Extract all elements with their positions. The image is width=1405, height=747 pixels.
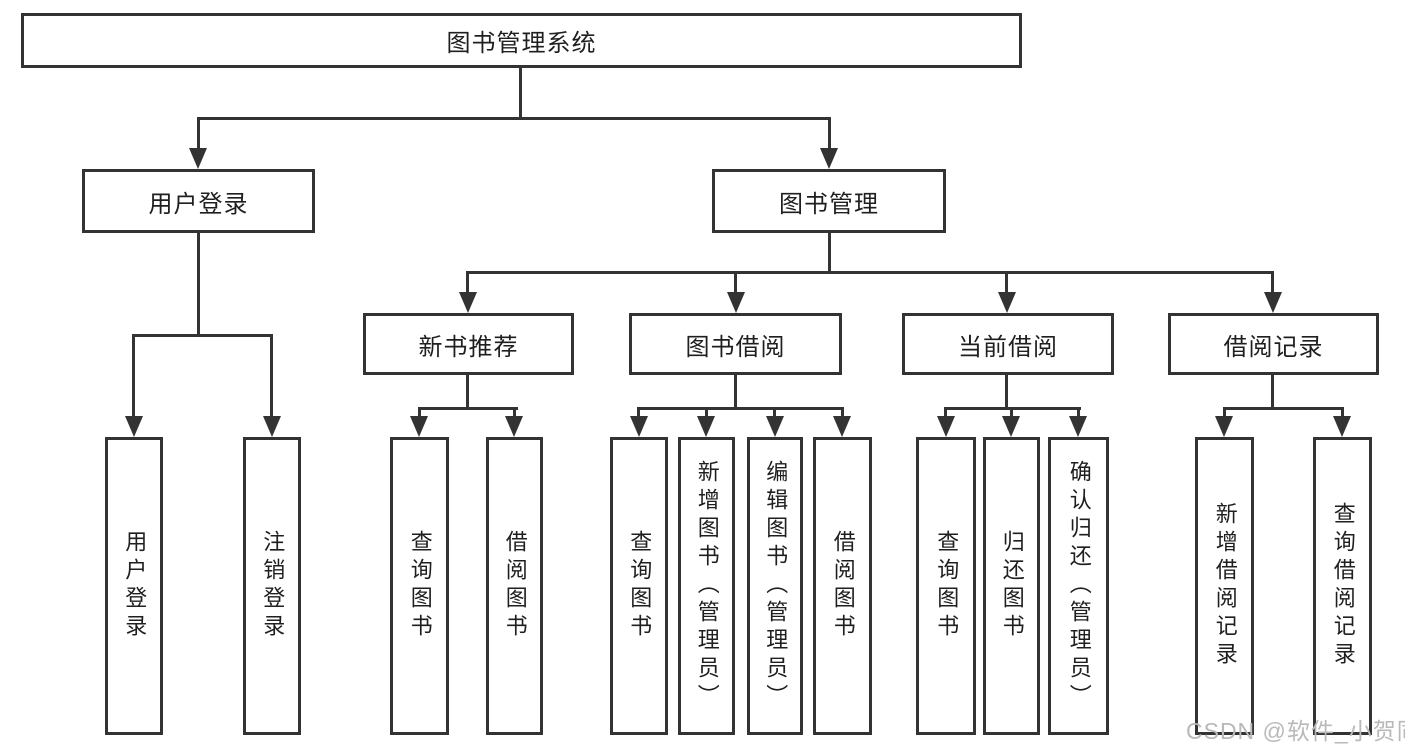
connector [637,407,844,410]
connector [513,407,516,417]
arrow-down-icon [505,416,523,437]
connector [841,407,844,417]
connector [1010,407,1013,417]
leaf-label: 新增借阅记录 [1212,502,1238,670]
leaf-label: 编辑图书（管理员） [763,460,789,712]
arrow-down-icon [820,148,838,169]
connector [828,233,831,274]
connector [197,233,200,337]
node-label: 借阅记录 [1223,333,1324,361]
node-label: 用户登录 [148,190,249,218]
leaf-query-books-recommend: 查询图书 [390,437,449,735]
arrow-down-icon [189,148,207,169]
node-label: 图书管理系统 [446,30,597,57]
connector [1223,407,1226,417]
connector [466,271,469,293]
connector [944,407,947,417]
node-label: 图书借阅 [685,333,786,361]
connector [637,407,640,417]
leaf-label: 确认归还（管理员） [1066,460,1092,712]
node-library-management-system: 图书管理系统 [21,13,1022,68]
leaf-label: 查询图书 [407,530,433,642]
arrow-down-icon [1333,416,1351,437]
connector [734,375,737,410]
leaf-label: 借阅图书 [830,530,856,642]
leaf-borrow-books-recommend: 借阅图书 [486,437,543,735]
leaf-label: 归还图书 [999,530,1025,642]
leaf-user-login: 用户登录 [105,437,163,735]
connector [418,407,421,417]
connector [1271,271,1274,293]
node-book-management: 图书管理 [712,169,946,233]
leaf-label: 用户登录 [122,530,148,642]
connector [197,117,831,120]
connector [132,334,135,418]
arrow-down-icon [410,416,428,437]
arrow-down-icon [125,416,143,437]
connector [270,334,273,418]
leaf-label: 新增图书（管理员） [694,460,720,712]
leaf-borrow-books: 借阅图书 [813,437,872,735]
arrow-down-icon [697,416,715,437]
connector [1005,271,1008,293]
leaf-label: 查询图书 [934,530,960,642]
arrow-down-icon [459,292,477,313]
connector [519,68,522,118]
arrow-down-icon [1069,416,1087,437]
connector [1223,407,1344,410]
node-book-borrowing: 图书借阅 [629,313,842,375]
leaf-label: 查询图书 [627,530,653,642]
arrow-down-icon [1264,292,1282,313]
node-label: 新书推荐 [418,333,519,361]
leaf-add-borrow-record: 新增借阅记录 [1195,437,1254,735]
leaf-query-borrow-record: 查询借阅记录 [1313,437,1372,735]
connector [197,117,200,149]
leaf-query-books-borrowing: 查询图书 [610,437,668,735]
connector [132,334,273,337]
arrow-down-icon [833,416,851,437]
leaf-logout: 注销登录 [243,437,301,735]
arrow-down-icon [630,416,648,437]
connector [734,271,737,293]
arrow-down-icon [1215,416,1233,437]
connector [773,407,776,417]
arrow-down-icon [937,416,955,437]
arrow-down-icon [766,416,784,437]
connector [705,407,708,417]
node-label: 当前借阅 [958,333,1058,361]
connector [1077,407,1080,417]
leaf-label: 借阅图书 [502,530,528,642]
arrow-down-icon [263,416,281,437]
leaf-label: 查询借阅记录 [1330,502,1356,670]
node-user-login: 用户登录 [82,169,315,233]
leaf-edit-books-admin: 编辑图书（管理员） [747,437,803,735]
csdn-watermark: CSDN @软件_小贺同学 [1186,718,1405,744]
node-borrowing-records: 借阅记录 [1168,313,1379,375]
arrow-down-icon [1002,416,1020,437]
node-new-book-recommend: 新书推荐 [363,313,574,375]
node-label: 图书管理 [779,190,879,218]
node-current-borrowing: 当前借阅 [902,313,1114,375]
arrow-down-icon [727,292,745,313]
leaf-label: 注销登录 [260,530,286,642]
leaf-query-books-current: 查询图书 [916,437,976,735]
connector [828,117,831,149]
arrow-down-icon [998,292,1016,313]
leaf-add-books-admin: 新增图书（管理员） [678,437,735,735]
leaf-confirm-return-admin: 确认归还（管理员） [1048,437,1109,735]
leaf-return-books: 归还图书 [983,437,1040,735]
connector [1005,375,1008,410]
connector [418,407,518,410]
connector [466,375,469,410]
connector [1271,375,1274,410]
connector [1341,407,1344,417]
connector [466,271,1274,274]
